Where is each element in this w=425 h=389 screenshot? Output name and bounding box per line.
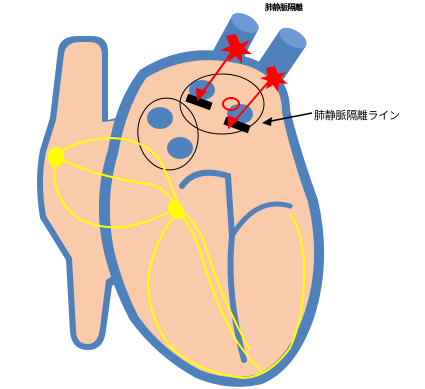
callout-label: 肺静脈隔離ライン <box>314 107 400 123</box>
top-label: 肺静脈隔離 <box>265 2 303 13</box>
sa-node <box>48 147 64 167</box>
vena-cava-ostium-lower <box>167 137 193 159</box>
vena-cava-ostium-upper <box>147 107 173 129</box>
